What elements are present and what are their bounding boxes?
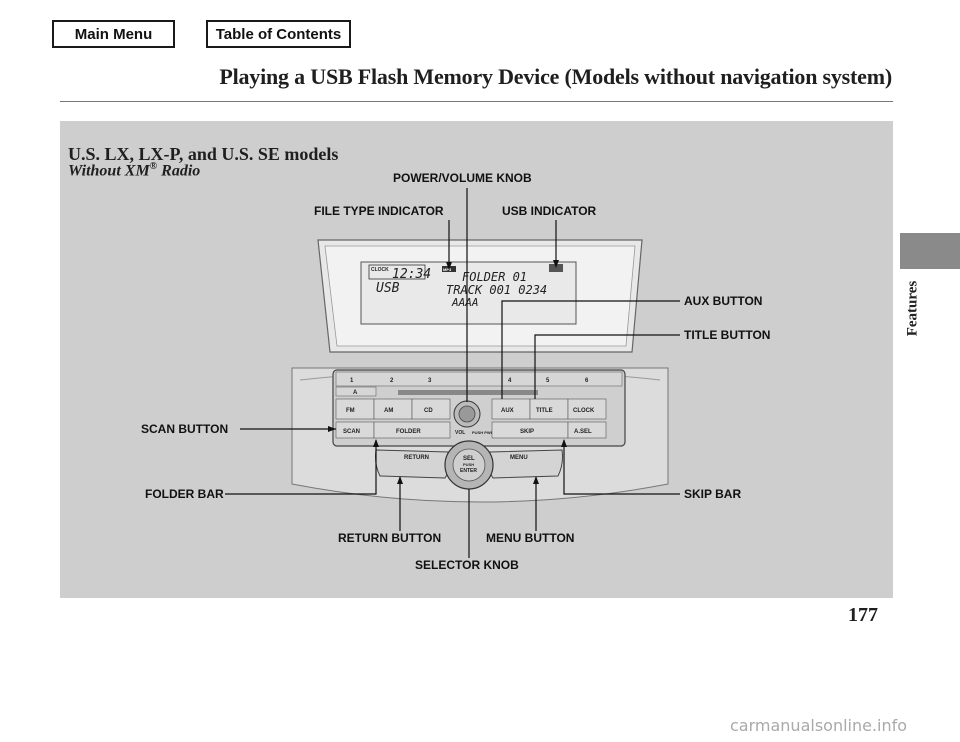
lcd-track-line: TRACK 001 0234 xyxy=(446,283,547,297)
leader-lines xyxy=(225,188,680,558)
callout-scan-button: SCAN BUTTON xyxy=(141,422,228,436)
section-subtitle: U.S. LX, LX-P, and U.S. SE models xyxy=(68,144,339,164)
lcd-screen xyxy=(360,261,577,325)
preset-1[interactable]: 1 xyxy=(350,378,354,384)
am-button[interactable]: AM xyxy=(384,408,393,414)
subsubtitle-end: Radio xyxy=(157,162,201,180)
registered-mark: ® xyxy=(149,161,158,172)
lcd-time: 12:34 xyxy=(392,267,431,282)
callout-usb-indicator: USB INDICATOR xyxy=(502,204,597,218)
power-volume-knob-center xyxy=(458,405,476,423)
a-button[interactable] xyxy=(335,386,377,397)
disc-slot xyxy=(398,390,538,395)
section-subsubtitle: Without XM® Radio xyxy=(68,161,200,180)
return-label: RETURN xyxy=(404,455,429,461)
sel-label: SEL xyxy=(463,456,475,462)
preset-6[interactable]: 6 xyxy=(585,378,589,384)
preset-row: 1 2 3 4 5 6 xyxy=(335,371,623,387)
scan-label: SCAN xyxy=(343,429,360,435)
push-pwr-label: PUSH PWR xyxy=(472,430,494,435)
lcd-text-line: AAAA xyxy=(451,296,479,309)
asel-button[interactable] xyxy=(567,421,607,439)
main-menu-button[interactable]: Main Menu xyxy=(52,20,175,48)
push-label: PUSH xyxy=(463,462,474,467)
callout-title-button: TITLE BUTTON xyxy=(684,328,770,342)
aux-button[interactable]: AUX xyxy=(501,408,514,414)
preset-4[interactable]: 4 xyxy=(508,378,512,384)
selector-knob-center xyxy=(452,448,486,482)
figure-background xyxy=(60,121,893,598)
callout-file-type-indicator: FILE TYPE INDICATOR xyxy=(314,204,444,218)
lcd-clock-label: CLOCK xyxy=(371,267,389,273)
callout-menu-button: MENU BUTTON xyxy=(486,531,574,545)
clock-box xyxy=(368,264,426,280)
lcd-folder-line: FOLDER 01 xyxy=(462,270,527,284)
folder-bar[interactable] xyxy=(373,421,451,439)
folder-label: FOLDER xyxy=(396,429,421,435)
vol-label: VOL xyxy=(455,430,465,436)
title-button[interactable]: TITLE xyxy=(536,408,553,414)
callout-return-button: RETURN BUTTON xyxy=(338,531,441,545)
skip-label: SKIP xyxy=(520,429,534,435)
lcd-mp3-badge: MP3 xyxy=(443,267,452,272)
preset-5[interactable]: 5 xyxy=(546,378,550,384)
page-number: 177 xyxy=(848,604,878,626)
watermark: carmanualsonline.info xyxy=(730,716,908,735)
cd-button[interactable]: CD xyxy=(424,408,433,414)
callout-folder-bar: FOLDER BAR xyxy=(145,487,224,501)
callout-selector-knob: SELECTOR KNOB xyxy=(415,558,519,572)
preset-3[interactable]: 3 xyxy=(428,378,432,384)
leader-arrows xyxy=(328,260,567,484)
clock-button[interactable]: CLOCK xyxy=(573,408,595,414)
fm-button[interactable]: FM xyxy=(346,408,355,414)
lcd-source: USB xyxy=(376,281,400,296)
page-title: Playing a USB Flash Memory Device (Model… xyxy=(219,64,892,89)
title-divider xyxy=(60,101,893,102)
callout-skip-bar: SKIP BAR xyxy=(684,487,741,501)
subsubtitle-main: Without XM xyxy=(68,162,150,180)
section-tab-marker xyxy=(900,233,960,269)
preset-2[interactable]: 2 xyxy=(390,378,394,384)
a-label: A xyxy=(353,390,358,396)
table-of-contents-button[interactable]: Table of Contents xyxy=(206,20,351,48)
main-button-row xyxy=(335,398,607,420)
enter-label: ENTER xyxy=(460,468,477,474)
section-tab-label: Features xyxy=(904,280,921,337)
asel-label: A.SEL xyxy=(574,429,592,435)
menu-label: MENU xyxy=(510,455,528,461)
callout-aux-button: AUX BUTTON xyxy=(684,294,762,308)
callout-power-volume-knob: POWER/VOLUME KNOB xyxy=(393,171,532,185)
